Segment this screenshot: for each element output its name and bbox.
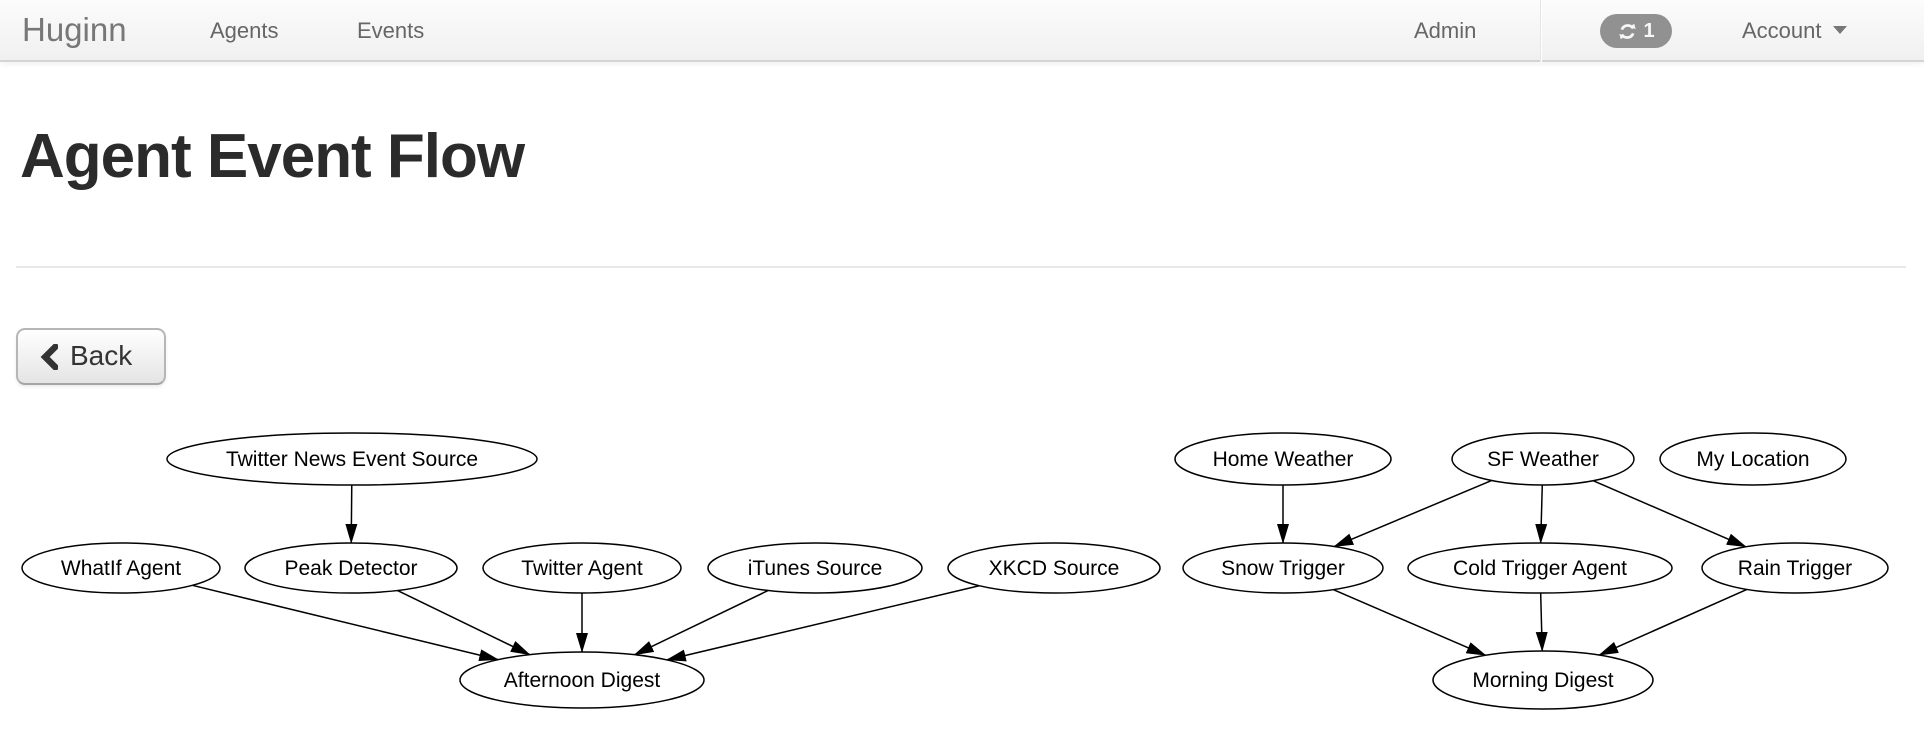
navbar: Huginn Agents Events Admin 1 Account [0, 0, 1924, 62]
flow-edge-xkcd-source-to-afternoon-digest [665, 585, 980, 662]
job-queue-badge[interactable]: 1 [1600, 14, 1672, 48]
flow-edge-sf-weather-to-snow-trigger [1333, 479, 1493, 548]
flow-node-afternoon-digest: Afternoon Digest [459, 651, 705, 709]
flow-node-label: Cold Trigger Agent [1453, 557, 1627, 580]
flow-node-label: Twitter News Event Source [226, 448, 478, 471]
title-divider [16, 266, 1906, 268]
nav-item-events[interactable]: Events [357, 18, 425, 43]
flow-node-label: My Location [1696, 448, 1809, 471]
flow-edge-peak-detector-to-afternoon-digest [397, 589, 531, 656]
flow-node-whatif-agent: WhatIf Agent [21, 542, 221, 594]
flow-node-label: SF Weather [1487, 448, 1599, 471]
caret-down-icon [1832, 26, 1847, 35]
flow-node-label: Home Weather [1213, 448, 1354, 471]
flow-edge-cold-trigger-agent-to-morning-digest [1535, 592, 1548, 653]
flow-node-label: Morning Digest [1472, 669, 1613, 692]
flow-edge-sf-weather-to-cold-trigger-agent [1535, 484, 1548, 544]
flow-node-sf-weather: SF Weather [1451, 432, 1635, 486]
flow-node-snow-trigger: Snow Trigger [1182, 542, 1384, 594]
flow-node-label: Afternoon Digest [504, 669, 661, 692]
flow-node-label: Peak Detector [284, 557, 417, 580]
flow-edge-snow-trigger-to-morning-digest [1332, 588, 1487, 656]
account-menu[interactable]: Account [1742, 0, 1847, 60]
flow-node-twitter-news-event-source: Twitter News Event Source [166, 432, 538, 486]
flow-node-xkcd-source: XKCD Source [947, 542, 1161, 594]
flow-node-cold-trigger-agent: Cold Trigger Agent [1407, 542, 1673, 594]
flow-node-itunes-source: iTunes Source [707, 542, 923, 594]
flow-node-peak-detector: Peak Detector [244, 542, 458, 594]
back-button[interactable]: Back [16, 328, 166, 385]
flow-node-morning-digest: Morning Digest [1432, 650, 1654, 710]
flow-node-home-weather: Home Weather [1174, 432, 1392, 486]
navbar-divider [1540, 0, 1542, 62]
chevron-left-icon [40, 343, 58, 370]
flow-edge-sf-weather-to-rain-trigger [1592, 480, 1747, 548]
page-title: Agent Event Flow [20, 122, 525, 191]
flow-node-my-location: My Location [1659, 432, 1847, 486]
brand-logo[interactable]: Huginn [22, 11, 127, 48]
flow-edge-whatif-agent-to-afternoon-digest [192, 584, 500, 661]
back-button-label: Back [70, 339, 133, 371]
flow-edge-itunes-source-to-afternoon-digest [633, 589, 769, 656]
flow-node-label: Rain Trigger [1738, 557, 1852, 580]
flow-node-label: Snow Trigger [1221, 557, 1345, 580]
nav-item-admin[interactable]: Admin [1414, 18, 1477, 43]
job-queue-count: 1 [1643, 19, 1655, 42]
refresh-icon [1617, 21, 1638, 42]
flow-edge-rain-trigger-to-morning-digest [1598, 588, 1748, 656]
account-label: Account [1742, 18, 1822, 43]
flow-node-label: XKCD Source [989, 557, 1120, 580]
nav-item-agents[interactable]: Agents [210, 18, 279, 43]
flow-node-label: Twitter Agent [521, 557, 643, 580]
flow-node-label: WhatIf Agent [61, 557, 181, 580]
flow-edge-twitter-news-event-source-to-peak-detector [345, 484, 358, 545]
flow-node-twitter-agent: Twitter Agent [482, 542, 682, 594]
flow-node-label: iTunes Source [748, 557, 883, 580]
flow-node-rain-trigger: Rain Trigger [1701, 542, 1889, 594]
